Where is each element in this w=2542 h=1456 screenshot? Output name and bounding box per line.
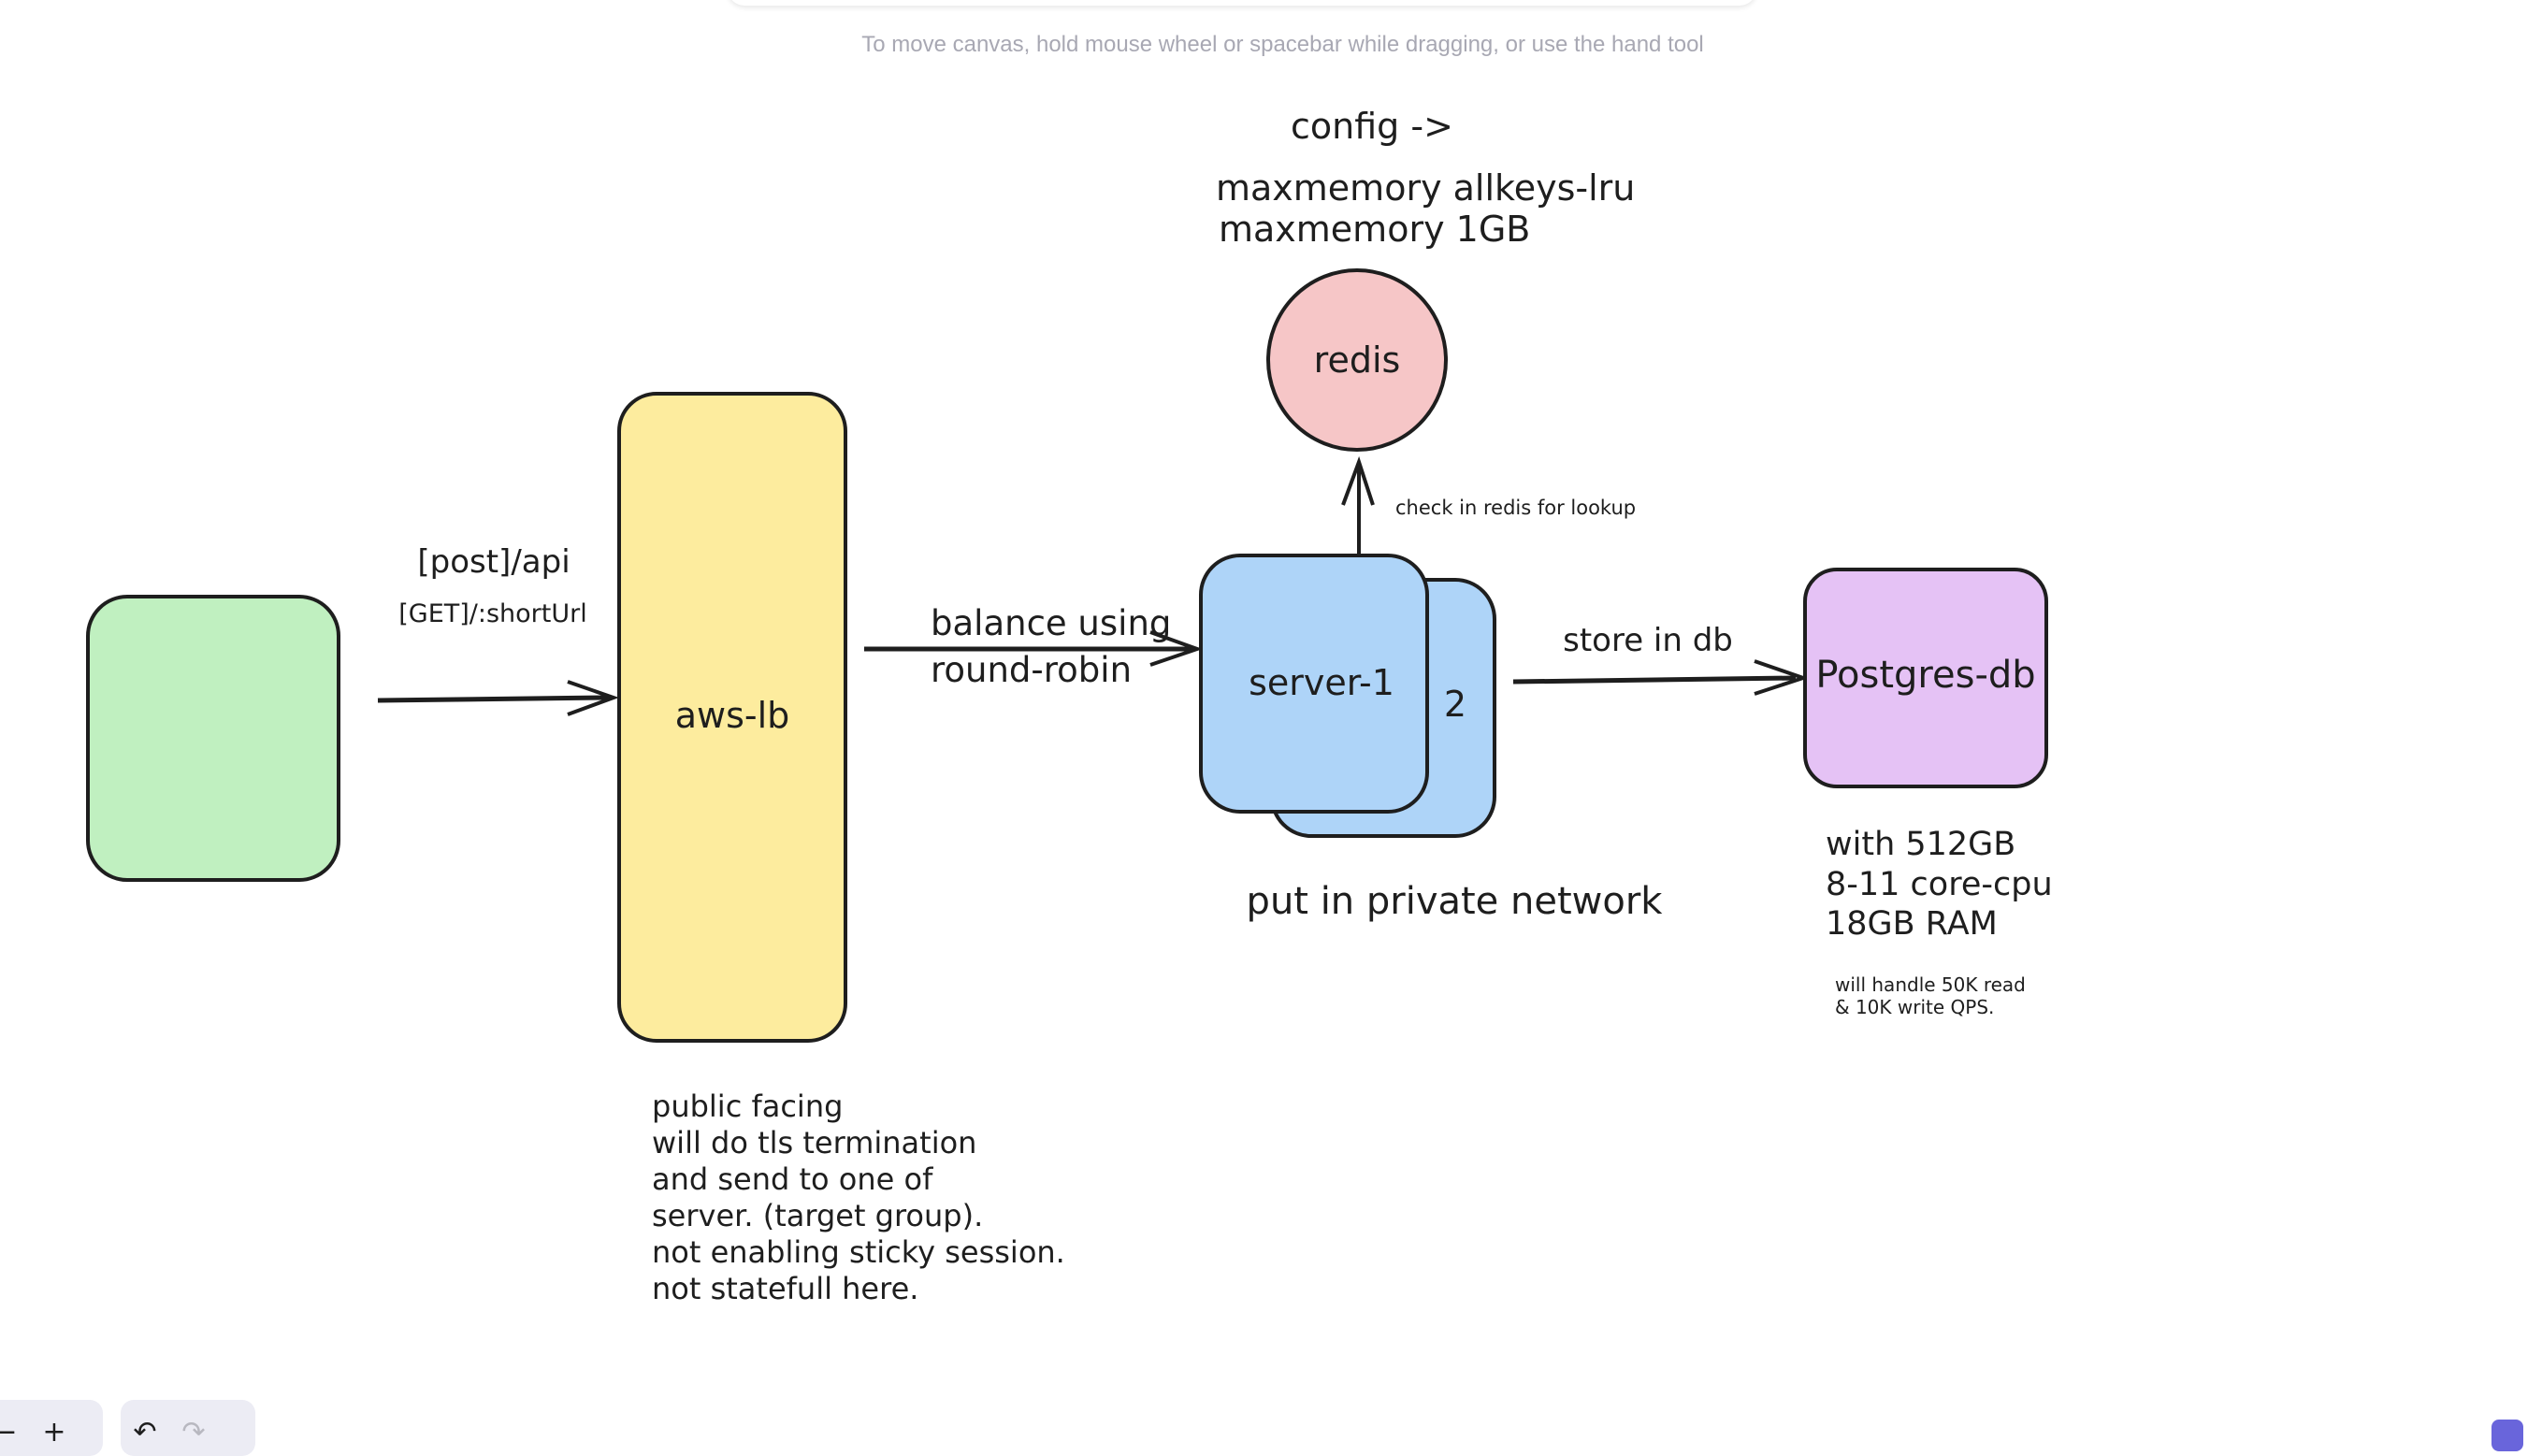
help-button[interactable] xyxy=(2491,1420,2523,1451)
lb-note-6[interactable]: not statefull here. xyxy=(652,1271,918,1306)
route-get-label[interactable]: [GET]/:shortUrl xyxy=(398,599,587,628)
server-1-node[interactable] xyxy=(1199,554,1429,814)
redo-button[interactable]: ↷ xyxy=(169,1419,218,1447)
redis-node[interactable] xyxy=(1266,268,1448,452)
zoom-out-button[interactable]: − xyxy=(0,1419,30,1447)
canvas-hint: To move canvas, hold mouse wheel or spac… xyxy=(861,32,1704,57)
db-spec-3[interactable]: 18GB RAM xyxy=(1826,905,1998,943)
store-label[interactable]: store in db xyxy=(1563,622,1733,659)
route-post-label[interactable]: [post]/api xyxy=(417,543,570,581)
db-spec-2[interactable]: 8-11 core-cpu xyxy=(1826,866,2053,903)
lb-to-server-arrowhead xyxy=(1149,630,1204,667)
config-line-1[interactable]: maxmemory allkeys-lru xyxy=(1216,167,1635,209)
lb-note-5[interactable]: not enabling sticky session. xyxy=(652,1234,1065,1270)
undo-button[interactable]: ↶ xyxy=(121,1419,169,1447)
private-network-label[interactable]: put in private network xyxy=(1247,880,1664,923)
redis-arrowhead xyxy=(1341,455,1375,506)
config-title[interactable]: config -> xyxy=(1291,106,1453,147)
aws-lb-node[interactable] xyxy=(617,392,847,1043)
balance-line-2[interactable]: round-robin xyxy=(931,650,1132,690)
postgres-label[interactable]: Postgres-db xyxy=(1815,654,2035,697)
server-1-label[interactable]: server-1 xyxy=(1249,662,1394,703)
server-2-label[interactable]: 2 xyxy=(1444,684,1466,725)
aws-lb-label[interactable]: aws-lb xyxy=(675,695,790,736)
balance-line-1[interactable]: balance using xyxy=(931,603,1171,643)
redo-icon: ↷ xyxy=(181,1416,206,1449)
config-line-2[interactable]: maxmemory 1GB xyxy=(1219,209,1530,250)
db-qps-1[interactable]: will handle 50K read xyxy=(1835,973,2026,996)
minus-icon: − xyxy=(0,1416,18,1449)
client-node[interactable] xyxy=(86,595,340,882)
client-to-lb-arrow[interactable] xyxy=(377,695,609,703)
server-to-db-arrow[interactable] xyxy=(1512,675,1797,685)
undo-icon: ↶ xyxy=(133,1416,157,1449)
postgres-node[interactable] xyxy=(1803,568,2048,788)
main-toolbar[interactable] xyxy=(728,0,1756,6)
redis-label[interactable]: redis xyxy=(1314,339,1401,381)
zoom-in-button[interactable]: + xyxy=(42,1416,66,1449)
client-to-lb-arrowhead xyxy=(567,680,619,716)
db-qps-2[interactable]: & 10K write QPS. xyxy=(1835,996,1994,1018)
lb-note-3[interactable]: and send to one of xyxy=(652,1161,933,1197)
lb-note-1[interactable]: public facing xyxy=(652,1088,843,1124)
undo-redo-controls: ↶ ↷ xyxy=(121,1400,255,1456)
db-spec-1[interactable]: with 512GB xyxy=(1826,826,2015,863)
zoom-controls: − + xyxy=(0,1400,103,1456)
redis-note[interactable]: check in redis for lookup xyxy=(1395,497,1636,519)
lb-note-2[interactable]: will do tls termination xyxy=(652,1125,976,1160)
lb-note-4[interactable]: server. (target group). xyxy=(652,1198,983,1233)
